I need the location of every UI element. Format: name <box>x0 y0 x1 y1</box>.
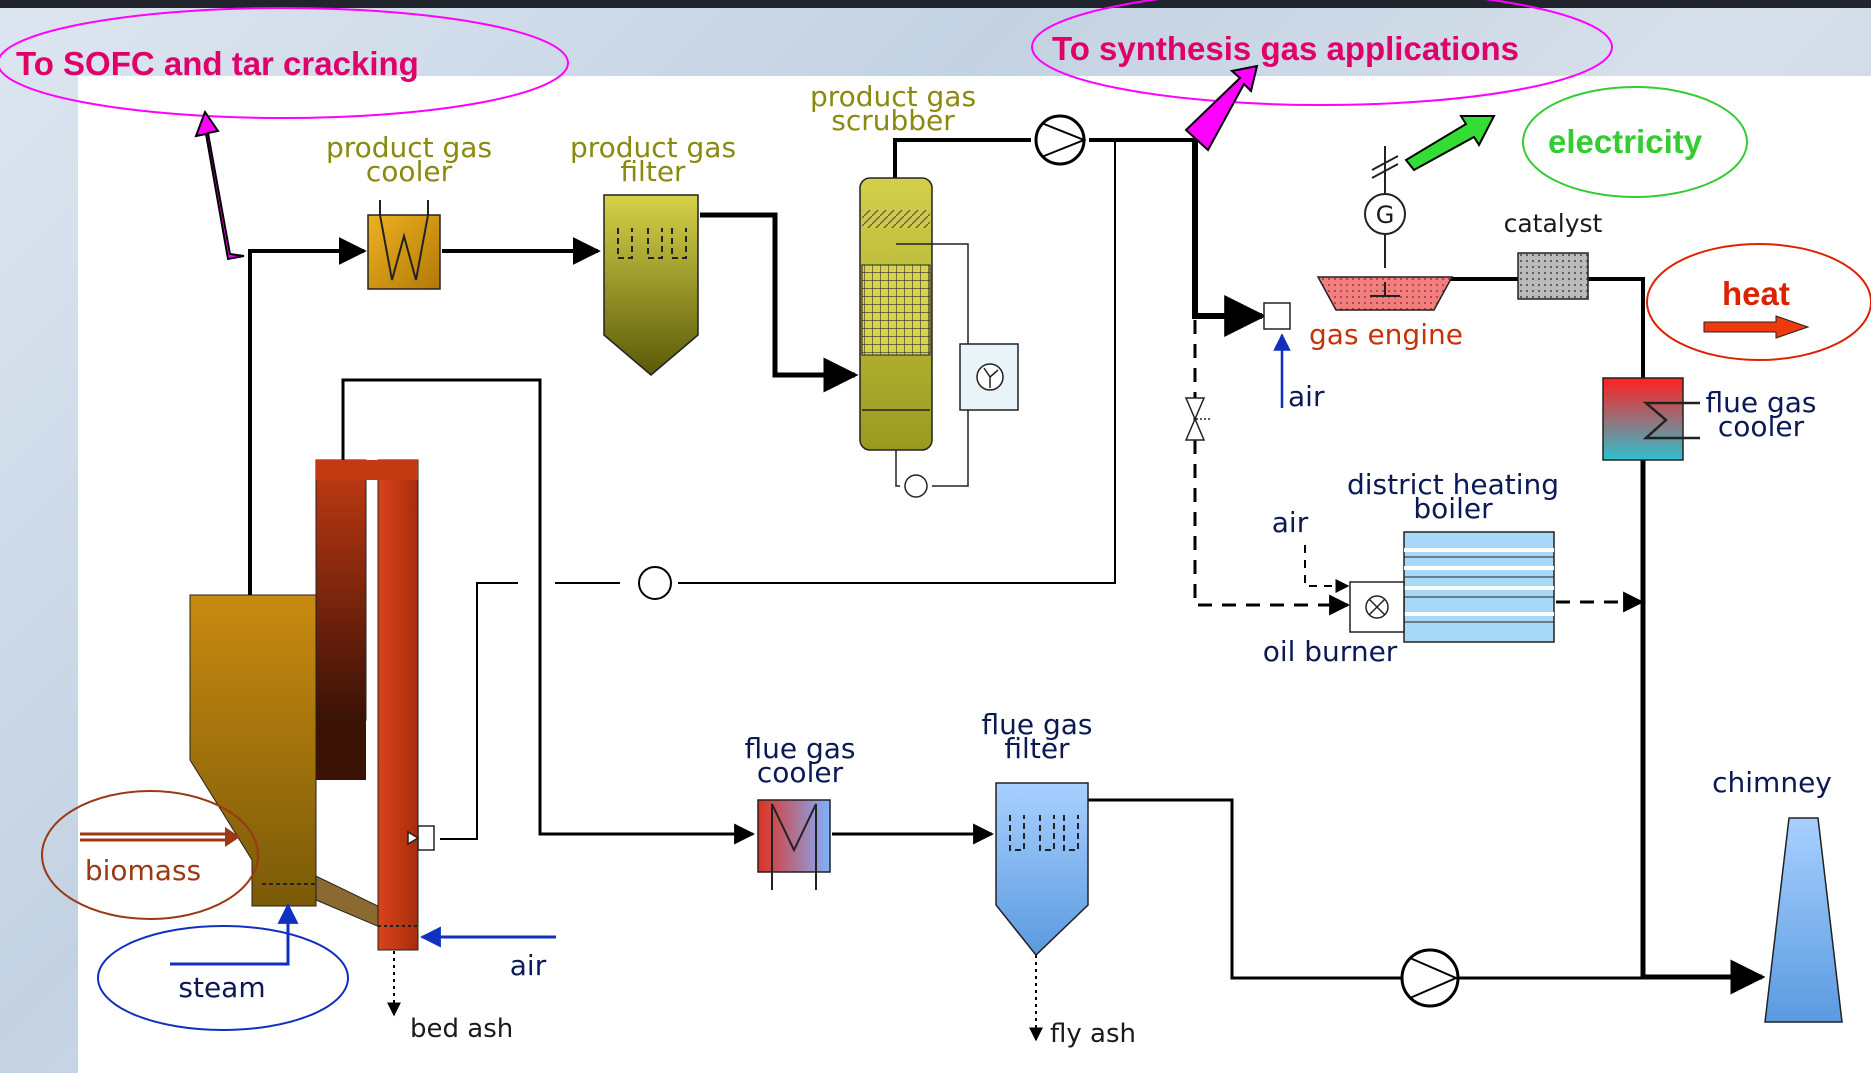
heat-arrow <box>1703 315 1810 339</box>
electricity-arrow <box>1404 115 1496 172</box>
catalyst-label: catalyst <box>1504 209 1603 238</box>
cyclone <box>315 459 367 721</box>
fg-cooler-right-label-1: flue gas <box>1705 386 1816 419</box>
air-mixer-box <box>1263 302 1291 330</box>
flue-gas-cooler-right <box>1602 377 1684 461</box>
flue-gas-line <box>341 378 756 845</box>
top-bar <box>0 0 1871 8</box>
product-gas-fan-blade <box>1043 123 1087 157</box>
synthesis-label: To synthesis gas applications <box>1052 30 1519 67</box>
generator-letter: G <box>1376 201 1395 229</box>
boiler-tubes <box>1404 548 1554 616</box>
electricity-label: electricity <box>1548 123 1703 160</box>
bed-ash-label: bed ash <box>410 1014 513 1044</box>
flue-gas-fan-blade <box>1409 957 1459 999</box>
steam-ellipse <box>97 925 349 1031</box>
biomass-arrowhead <box>225 827 240 847</box>
steam-feed-line <box>170 902 299 966</box>
scrubber-pump-icon <box>904 474 928 498</box>
pg-scrubber-label-1: product gas <box>810 80 976 113</box>
synthesis-arrow <box>1184 64 1259 152</box>
bypass-valve-icon <box>1184 397 1206 441</box>
junction-to-engine-line <box>1192 140 1267 337</box>
dh-boiler-label-2: boiler <box>1413 492 1493 525</box>
fg-cooler-mid-label-1: flue gas <box>744 732 855 765</box>
steam-label: steam <box>178 971 265 1004</box>
riser-column <box>377 459 419 951</box>
pg-cooler-label-1: product gas <box>326 131 492 164</box>
generator-hash-2 <box>1371 163 1399 179</box>
product-gas-line <box>248 237 367 595</box>
recirculation-line <box>678 140 1116 584</box>
air-engine-label: air <box>1288 380 1325 413</box>
chimney-label: chimney <box>1712 766 1832 799</box>
scrubber-to-fan-line <box>893 138 1031 178</box>
flue-gas-cooler-mid <box>757 799 831 873</box>
air-gasifier-label: air <box>510 949 547 982</box>
riser-top <box>316 460 418 480</box>
electricity-ellipse <box>1522 86 1748 198</box>
cyclone-leg <box>316 720 366 780</box>
gas-engine-piston <box>1370 282 1400 297</box>
generator-hash-1 <box>1371 155 1399 171</box>
product-gas-fan-icon <box>1034 114 1086 166</box>
scrubber-hatch <box>862 210 930 228</box>
riser-inlet-box <box>417 825 435 851</box>
dashed-bypass-line <box>1193 320 1351 616</box>
scrubber-packing <box>861 264 931 356</box>
fly-ash-label: fly ash <box>1050 1019 1136 1049</box>
pg-filter-label-2: filter <box>620 155 686 188</box>
sofc-label: To SOFC and tar cracking <box>16 45 419 82</box>
synthesis-ellipse <box>1031 0 1613 106</box>
heat-ellipse <box>1646 243 1871 361</box>
flue-gas-cooler-mid-coil <box>771 803 817 890</box>
fg-cooler-mid-label-2: cooler <box>757 756 844 789</box>
pg-filter-label-1: product gas <box>570 131 736 164</box>
heat-label: heat <box>1722 275 1790 312</box>
flue-gas-cooler-right-coil <box>1642 401 1700 440</box>
chimney <box>1764 817 1843 1023</box>
pg-scrubber-label-2: scrubber <box>831 104 955 137</box>
filter-to-scrubber-line <box>700 212 859 393</box>
recirculation-line-3 <box>440 582 518 840</box>
fg-filter-label-1: flue gas <box>981 708 1092 741</box>
oil-burner-label: oil burner <box>1263 635 1398 668</box>
biomass-label: biomass <box>85 854 201 887</box>
filter-to-fan-line <box>1088 798 1402 980</box>
product-gas-filter-bags <box>617 228 687 259</box>
catalyst-box <box>1517 252 1589 300</box>
fg-cooler-right-label-2: cooler <box>1718 410 1805 443</box>
sofc-ellipse <box>0 7 569 119</box>
dh-boiler-label-1: district heating <box>1347 468 1559 501</box>
catalyst-to-cooler-line <box>1588 277 1645 378</box>
fg-filter-label-2: filter <box>1004 732 1070 765</box>
recirculation-fan-icon <box>638 566 672 600</box>
product-gas-cooler-coil <box>379 200 429 281</box>
boiler-tube-outlines <box>1404 556 1554 623</box>
sofc-arrow <box>194 109 245 261</box>
flue-gas-filter-bags <box>1009 815 1079 851</box>
riser-inlet-cone <box>407 830 420 846</box>
gas-engine-label: gas engine <box>1309 318 1463 351</box>
air-boiler-label: air <box>1272 506 1309 539</box>
oil-burner-cross <box>1368 598 1386 616</box>
product-gas-cooler <box>367 214 441 290</box>
product-gas-filter <box>603 194 699 376</box>
biomass-ellipse <box>41 790 259 920</box>
scrubber-fan-blades <box>983 367 999 388</box>
pg-cooler-label-2: cooler <box>366 155 453 188</box>
